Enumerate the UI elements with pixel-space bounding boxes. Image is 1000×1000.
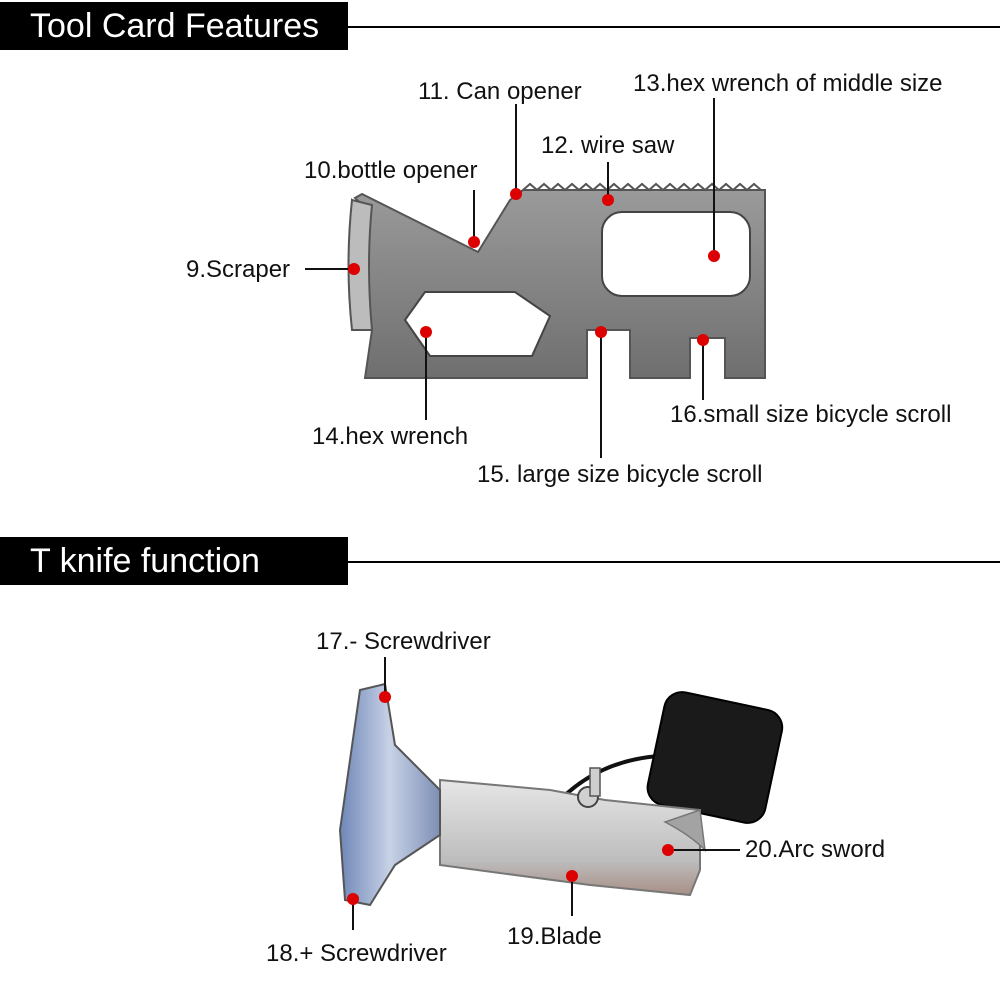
hex-wrench-middle-marker (708, 250, 720, 262)
wire-saw-marker (602, 194, 614, 206)
scraper-label: 9.Scraper (186, 256, 291, 283)
blade-marker (566, 870, 578, 882)
tool-card-leader-lines (305, 98, 715, 458)
flat-screwdriver-marker (379, 691, 391, 703)
phillips-screwdriver-label: 18.+ Screwdriver (266, 940, 447, 967)
can-opener-label: 11. Can opener (418, 78, 582, 105)
t-knife-markers (347, 691, 674, 905)
t-knife (338, 682, 784, 907)
hex-wrench-marker (420, 326, 432, 338)
tool-card-markers (348, 188, 720, 346)
small-bicycle-scroll-marker (697, 334, 709, 346)
wire-saw-label: 12. wire saw (541, 132, 675, 159)
tool-card-section-title: Tool Card Features (0, 2, 348, 50)
hex-wrench-middle-label: 13.hex wrench of middle size (633, 70, 943, 97)
t-knife-section-rule (348, 561, 1000, 563)
arc-sword-label: 20.Arc sword (745, 836, 886, 863)
large-bicycle-scroll-marker (595, 326, 607, 338)
hex-wrench-label: 14.hex wrench (312, 423, 469, 450)
phillips-screwdriver-marker (347, 893, 359, 905)
large-bicycle-scroll-label: 15. large size bicycle scroll (477, 461, 763, 488)
scraper-marker (348, 263, 360, 275)
tool-card (347, 182, 766, 379)
small-bicycle-scroll-label: 16.small size bicycle scroll (670, 401, 952, 428)
can-opener-marker (510, 188, 522, 200)
bottle-opener-label: 10.bottle opener (304, 157, 478, 184)
blade-label: 19.Blade (507, 923, 602, 950)
flat-screwdriver-label: 17.- Screwdriver (316, 628, 491, 655)
t-knife-section-title: T knife function (0, 537, 348, 585)
tool-card-section-rule (348, 26, 1000, 28)
bottle-opener-marker (468, 236, 480, 248)
arc-sword-marker (662, 844, 674, 856)
t-knife-leader-lines (352, 657, 740, 930)
